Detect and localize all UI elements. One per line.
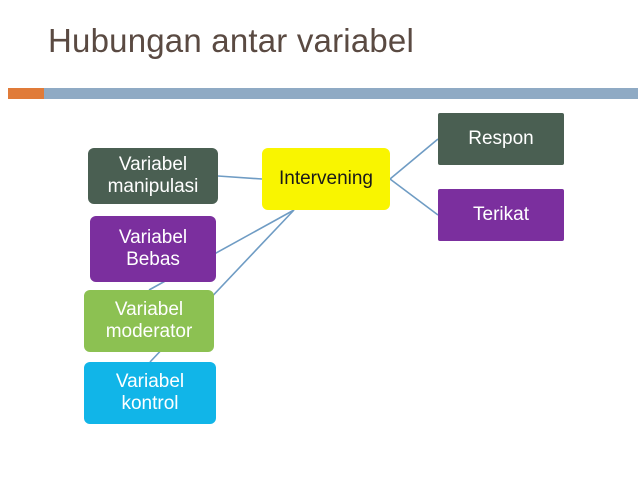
diagram-node-label: Variabel moderator <box>105 299 193 342</box>
title-rule-accent <box>8 88 44 99</box>
diagram-node-variabel-bebas: Variabel Bebas <box>90 216 216 282</box>
diagram-node-variabel-manipulasi: Variabel manipulasi <box>88 148 218 204</box>
title-rule <box>44 88 638 99</box>
diagram-node-label: Variabel Bebas <box>118 227 188 270</box>
diagram-node-terikat: Terikat <box>438 189 564 241</box>
connector-intervening-to-terikat <box>389 178 439 216</box>
connector-intervening-to-respon <box>389 138 439 180</box>
diagram-node-variabel-kontrol: Variabel kontrol <box>84 362 216 424</box>
diagram-node-label: Respon <box>468 128 534 150</box>
diagram-node-intervening: Intervening <box>262 148 390 210</box>
diagram-node-label: Variabel kontrol <box>115 371 185 414</box>
diagram-node-label: Variabel manipulasi <box>107 154 199 197</box>
page-title: Hubungan antar variabel <box>48 22 415 59</box>
diagram-node-respon: Respon <box>438 113 564 165</box>
connector-manipulasi-to-intervening <box>217 175 263 180</box>
diagram-node-variabel-moderator: Variabel moderator <box>84 290 214 352</box>
diagram-node-label: Intervening <box>278 168 373 190</box>
diagram-node-label: Terikat <box>473 204 529 226</box>
